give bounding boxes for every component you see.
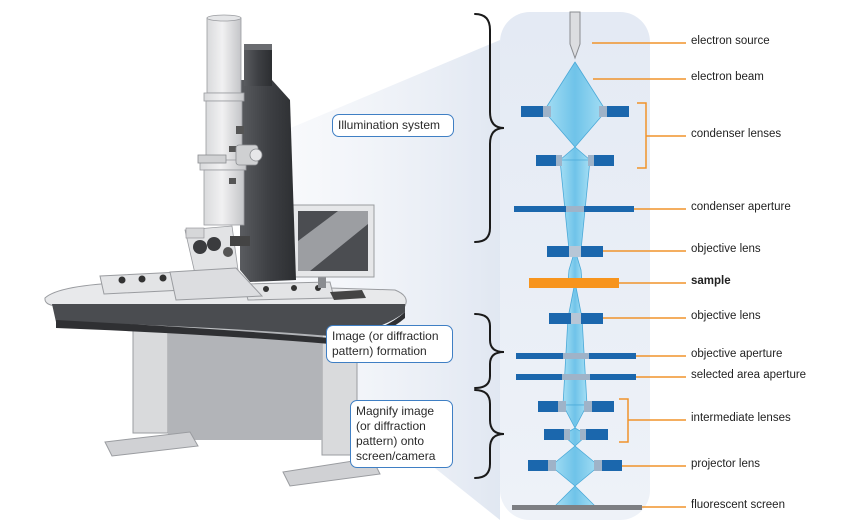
callout-illumination-system: Illumination system: [332, 114, 454, 137]
label-intermediate-lenses: intermediate lenses: [691, 412, 791, 424]
callout-magnify-image: Magnify image (or diffraction pattern) o…: [350, 400, 453, 468]
label-condenser-lenses: condenser lenses: [691, 128, 782, 140]
screen-plate: [512, 505, 642, 510]
callout-image-formation: Image (or diffraction pattern) formation: [326, 325, 453, 363]
label-condenser-aperture: condenser aperture: [691, 201, 791, 213]
label-selected-area-aperture: selected area aperture: [691, 369, 807, 381]
label-objective-lens-lower: objective lens: [691, 310, 761, 322]
label-sample: sample: [691, 275, 731, 287]
section-braces: [474, 13, 505, 479]
label-objective-aperture: objective aperture: [691, 348, 783, 360]
optics: [512, 106, 642, 510]
electron-source-tip: [569, 11, 581, 60]
label-electron-beam: electron beam: [691, 71, 764, 83]
leader-lines: [592, 42, 686, 508]
label-electron-source: electron source: [691, 35, 770, 47]
label-fluorescent-screen: fluorescent screen: [691, 499, 785, 511]
label-objective-lens-upper: objective lens: [691, 243, 761, 255]
orange-braces: [619, 102, 654, 443]
microscope-illustration: [44, 14, 407, 487]
sample-plate: [529, 278, 619, 288]
label-projector-lens: projector lens: [691, 458, 761, 470]
